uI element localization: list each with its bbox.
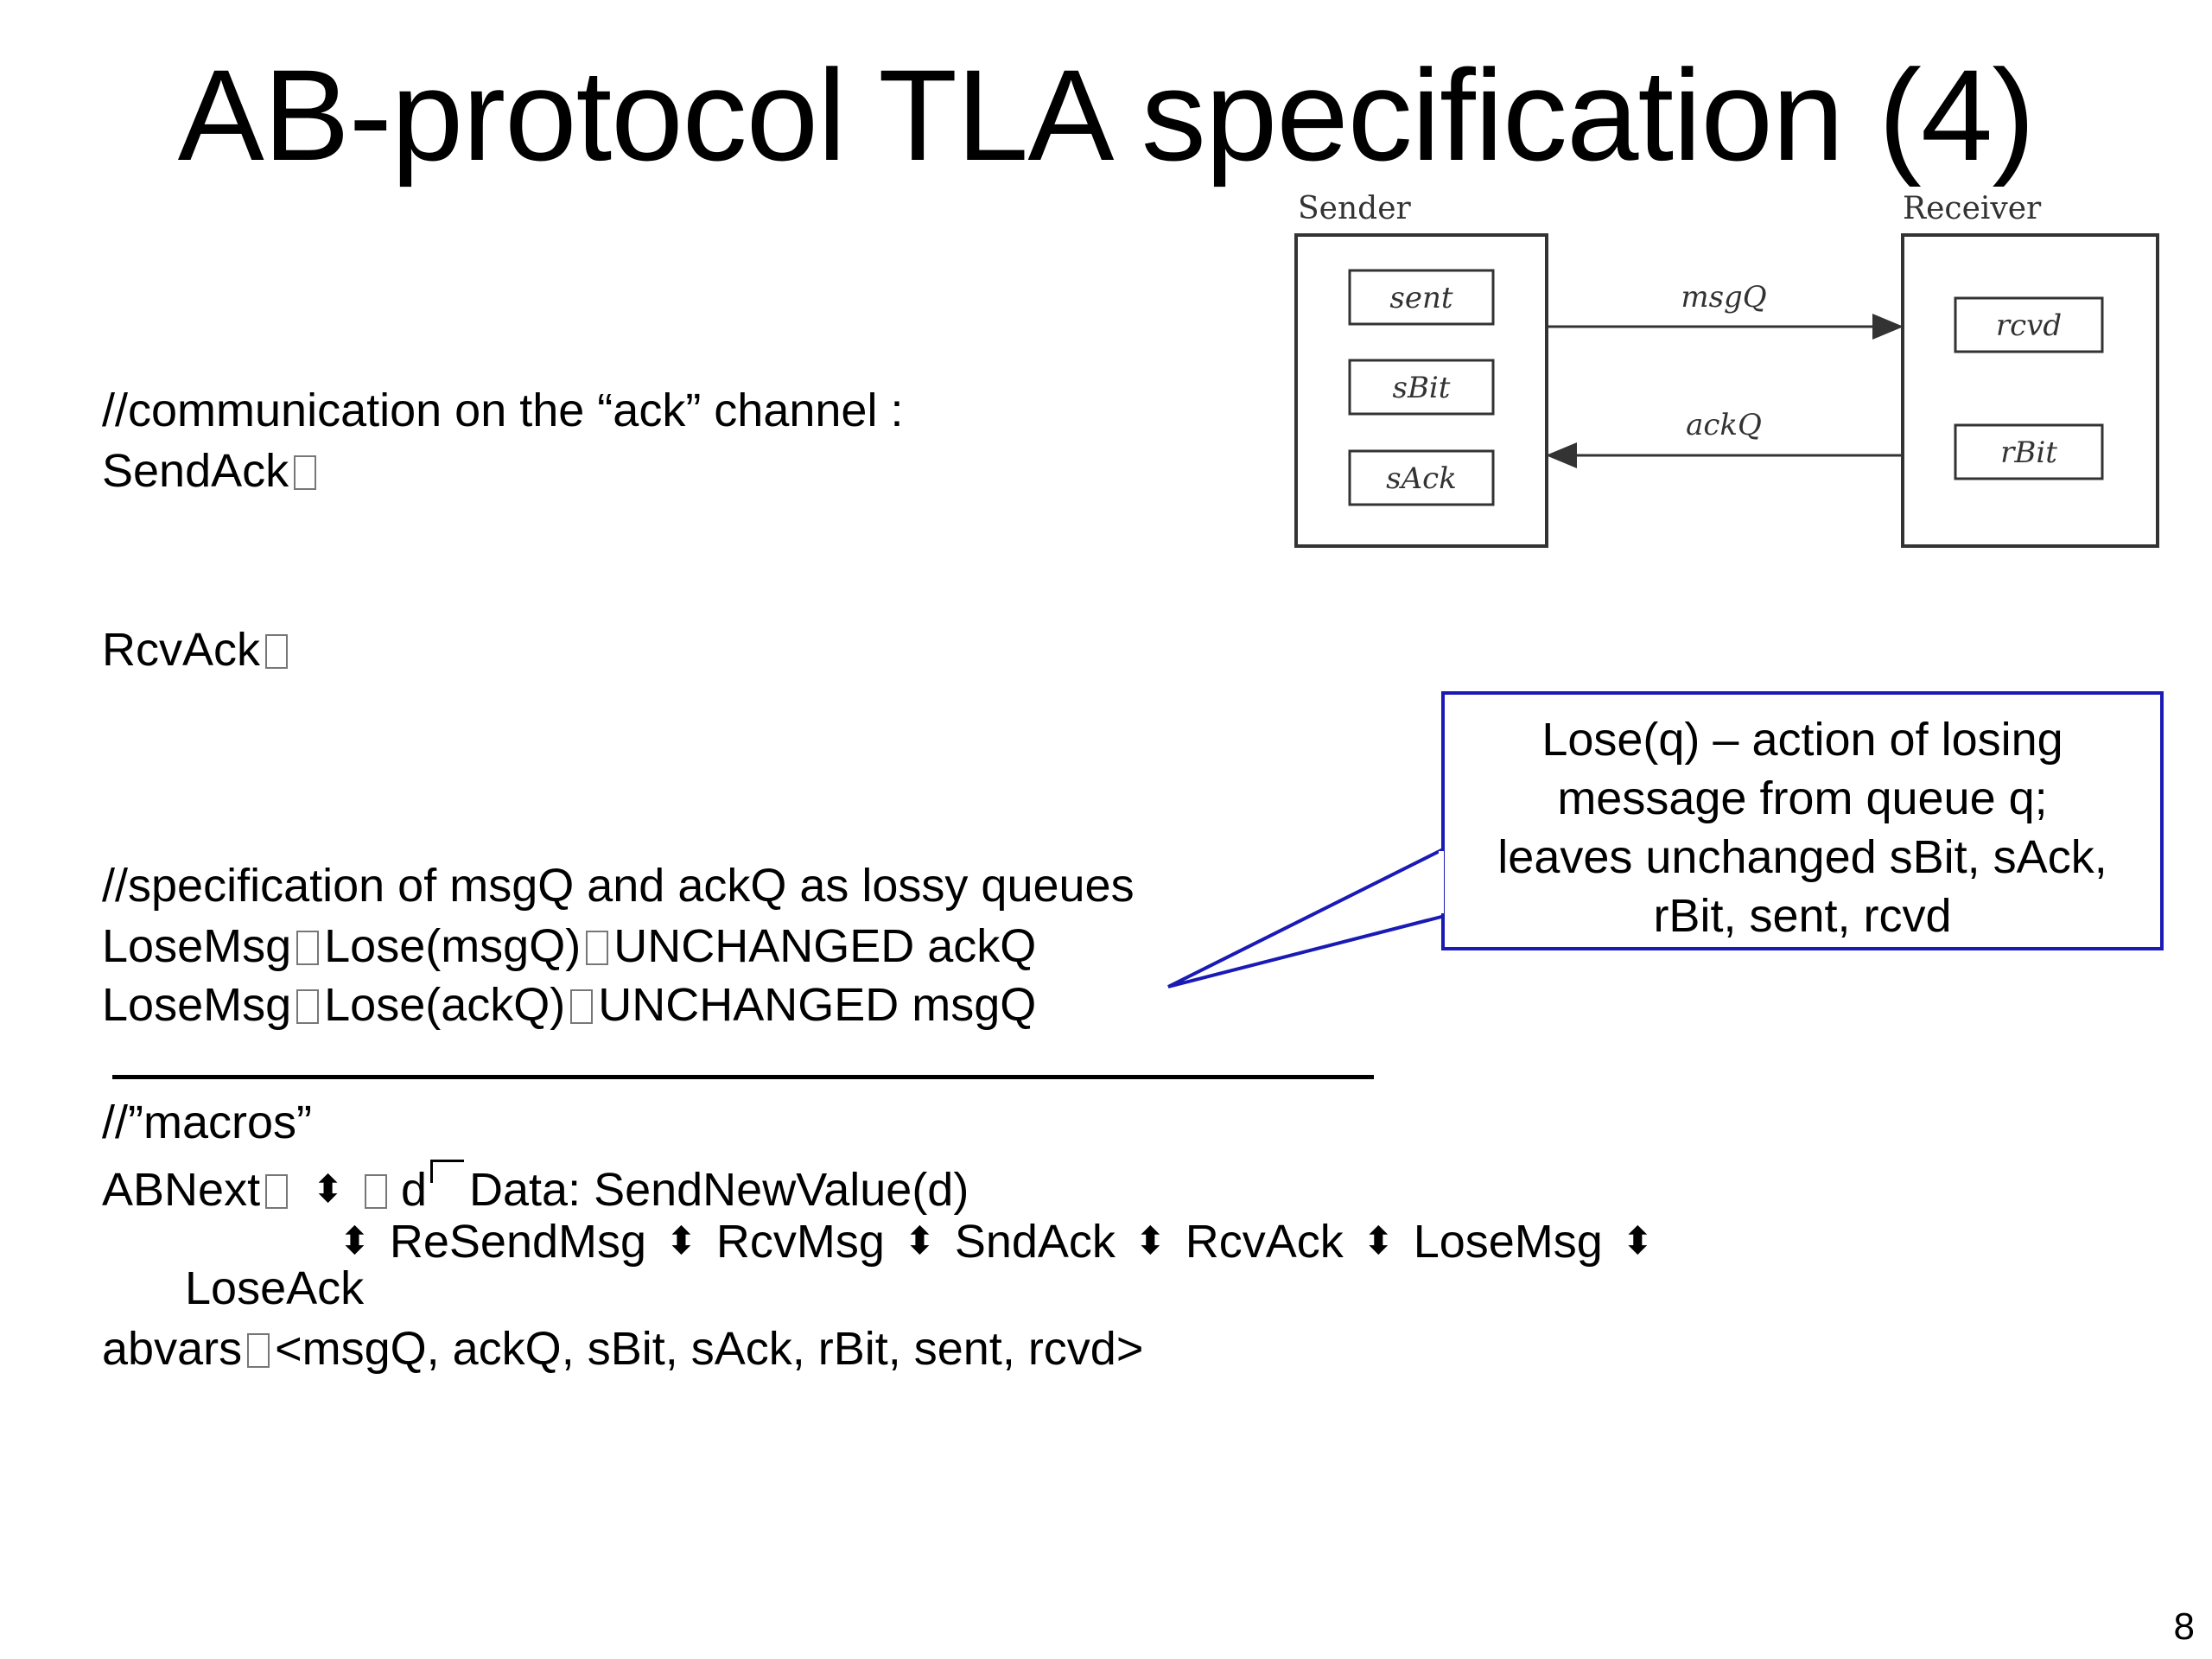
losemsg-call: Lose(ackQ) <box>324 979 566 1031</box>
callout-line: Lose(q) – action of losing <box>1541 714 2063 766</box>
missing-glyph-icon <box>364 1174 387 1209</box>
rcvack-name: RcvAck <box>102 624 261 676</box>
abvars-tuple: <msgQ, ackQ, sBit, sAck, rBit, sent, rcv… <box>275 1323 1144 1375</box>
abnext-term: RcvMsg <box>715 1216 885 1268</box>
or-icon: ⬍ <box>1134 1220 1166 1262</box>
missing-glyph-icon <box>294 455 317 490</box>
lose-callout: Lose(q) – action of losing message from … <box>1441 691 2164 950</box>
losemsg-name: LoseMsg <box>102 979 292 1031</box>
abnext-name: ABNext <box>102 1164 261 1216</box>
comment-lossy-queues: //specification of msgQ and ackQ as loss… <box>102 860 1135 912</box>
rcvack-definition: RcvAck <box>102 626 293 673</box>
sender-var-box <box>1348 269 1495 326</box>
sender-var-sent: sent <box>1389 281 1452 315</box>
missing-glyph-icon <box>296 931 320 965</box>
sender-var-box <box>1348 359 1495 416</box>
abnext-rest: Data: SendNewValue(d) <box>469 1164 969 1216</box>
losemsg-unchanged: UNCHANGED msgQ <box>598 979 1037 1031</box>
missing-glyph-icon <box>265 1174 289 1209</box>
abnext-term: SndAck <box>954 1216 1116 1268</box>
abvars-name: abvars <box>102 1323 243 1375</box>
callout-line: message from queue q; <box>1557 772 2048 824</box>
loseack-term: LoseAck <box>185 1262 365 1314</box>
abnext-term: ReSendMsg <box>389 1216 647 1268</box>
abnext-definition: ABNext ⬍ d Data: SendNewValue(d) <box>102 1160 969 1213</box>
receiver-var-rbit: rBit <box>2000 435 2057 470</box>
or-icon: ⬍ <box>339 1220 371 1262</box>
losemsg-definition-2: LoseMsg Lose(ackQ) UNCHANGED msgQ <box>102 982 1036 1028</box>
or-icon: ⬍ <box>1621 1220 1654 1262</box>
comment-ack-channel: //communication on the “ack” channel : <box>102 385 904 436</box>
corner-bracket-icon <box>430 1160 464 1183</box>
sendack-name: SendAck <box>102 445 289 497</box>
losemsg-name: LoseMsg <box>102 920 292 972</box>
missing-glyph-icon <box>570 989 594 1024</box>
page-number: 8 <box>2173 1605 2195 1648</box>
callout-line: leaves unchanged sBit, sAck, <box>1497 831 2107 883</box>
receiver-var-box <box>1954 423 2104 480</box>
abvars-definition: abvars <msgQ, ackQ, sBit, sAck, rBit, sen… <box>102 1325 1143 1372</box>
or-icon: ⬍ <box>903 1220 936 1262</box>
protocol-diagram: Sender Receiver sent sBit sAck rcvd rBit… <box>1294 191 2159 548</box>
missing-glyph-icon <box>296 989 320 1024</box>
abnext-var: d <box>400 1164 427 1216</box>
callout-line: rBit, sent, rcvd <box>1653 890 1952 942</box>
receiver-var-rcvd: rcvd <box>1996 308 2062 343</box>
abnext-term: LoseMsg <box>1413 1216 1603 1268</box>
missing-glyph-icon <box>265 634 289 669</box>
receiver-box <box>1901 233 2159 548</box>
missing-glyph-icon <box>586 931 609 965</box>
losemsg-call: Lose(msgQ) <box>324 920 582 972</box>
sender-var-box <box>1348 449 1495 506</box>
losemsg-definition-1: LoseMsg Lose(msgQ) UNCHANGED ackQ <box>102 923 1036 969</box>
or-icon: ⬍ <box>665 1220 697 1262</box>
sender-box <box>1294 233 1548 548</box>
sender-var-sack: sAck <box>1386 461 1457 496</box>
sendack-definition: SendAck <box>102 448 321 494</box>
comment-macros: //”macros” <box>102 1096 312 1148</box>
missing-glyph-icon <box>247 1333 270 1368</box>
receiver-var-box <box>1954 296 2104 353</box>
msgq-label: msgQ <box>1681 280 1766 315</box>
sender-var-sbit: sBit <box>1393 371 1451 405</box>
ackq-label: ackQ <box>1686 408 1762 442</box>
section-divider <box>112 1075 1374 1079</box>
receiver-label: Receiver <box>1903 191 2042 226</box>
sender-label: Sender <box>1298 191 1412 226</box>
abnext-term: RcvAck <box>1185 1216 1344 1268</box>
losemsg-unchanged: UNCHANGED ackQ <box>613 920 1037 972</box>
slide-title: AB-protocol TLA specification (4) <box>177 42 2036 188</box>
abnext-disjunction-line: ⬍ ReSendMsg ⬍ RcvMsg ⬍ SndAck ⬍ RcvAck ⬍ LoseMsg ⬍ <box>339 1218 1673 1265</box>
or-icon: ⬍ <box>312 1168 344 1211</box>
or-icon: ⬍ <box>1362 1220 1395 1262</box>
